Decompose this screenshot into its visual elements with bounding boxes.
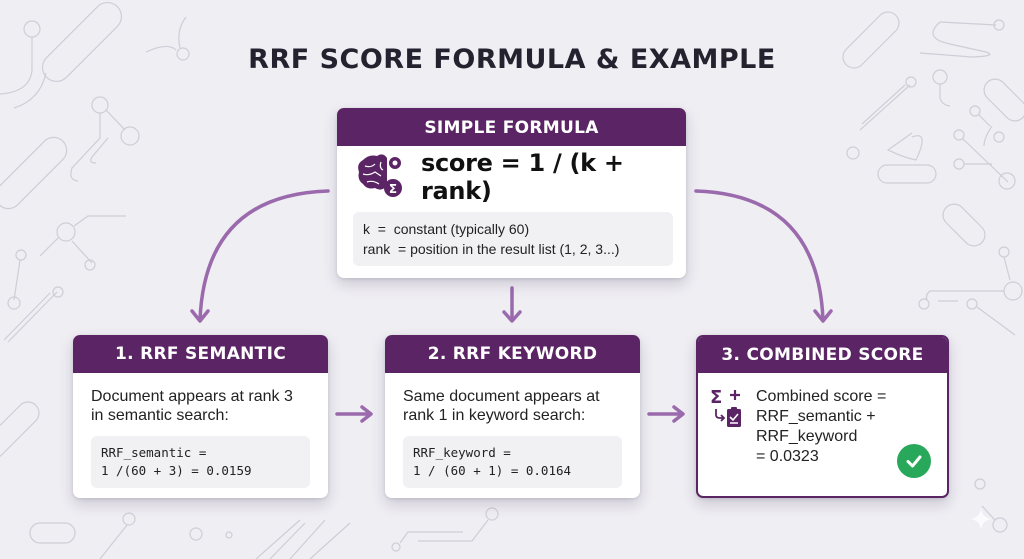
formula-card: SIMPLE FORMULA Σ score = 1 / (k + rank) … [337, 108, 686, 278]
definition-k: k = constant (typically 60) [363, 221, 530, 237]
checkmark-icon [897, 444, 931, 478]
code-line: RRF_semantic = [101, 445, 207, 460]
step-header: 1. RRF SEMANTIC [73, 335, 328, 373]
svg-text:Σ: Σ [710, 387, 722, 408]
sparkle-icon [970, 508, 992, 530]
step-description: Same document appears at rank 1 in keywo… [385, 373, 640, 425]
step-description: Document appears at rank 3 in semantic s… [73, 373, 328, 425]
combined-score-value: = 0.0323 [756, 448, 819, 465]
code-block: RRF_semantic = 1 /(60 + 3) = 0.0159 [91, 436, 310, 488]
definition-rank: rank = position in the result list (1, 2… [363, 241, 620, 257]
combined-line: RRF_keyword [756, 428, 858, 445]
formula-definitions: k = constant (typically 60) rank = posit… [353, 212, 673, 266]
step-header: 3. COMBINED SCORE [698, 337, 947, 373]
combined-line: Combined score = [756, 388, 887, 405]
svg-text:Σ: Σ [389, 182, 397, 196]
description-line: rank 1 in keyword search: [403, 407, 586, 424]
formula-equation: score = 1 / (k + rank) [421, 149, 624, 205]
formula-header: SIMPLE FORMULA [337, 108, 686, 146]
combined-line: RRF_semantic + [756, 408, 876, 425]
sum-clipboard-icon: Σ [710, 387, 744, 467]
page-title: RRF SCORE FORMULA & EXAMPLE [248, 44, 776, 75]
brain-gear-sigma-icon: Σ [355, 152, 407, 203]
step-card-combined: 3. COMBINED SCORE Σ Combined score = RRF… [696, 335, 949, 498]
description-line: Same document appears at [403, 388, 600, 405]
description-line: Document appears at rank 3 [91, 388, 293, 405]
step-card-semantic: 1. RRF SEMANTIC Document appears at rank… [73, 335, 328, 498]
code-block: RRF_keyword = 1 / (60 + 1) = 0.0164 [403, 436, 622, 488]
code-line: RRF_keyword = [413, 445, 511, 460]
code-line: 1 / (60 + 1) = 0.0164 [413, 463, 572, 478]
combined-score-text: Combined score = RRF_semantic + RRF_keyw… [756, 387, 886, 467]
step-header: 2. RRF KEYWORD [385, 335, 640, 373]
step-card-keyword: 2. RRF KEYWORD Same document appears at … [385, 335, 640, 498]
code-line: 1 /(60 + 3) = 0.0159 [101, 463, 252, 478]
description-line: in semantic search: [91, 407, 229, 424]
